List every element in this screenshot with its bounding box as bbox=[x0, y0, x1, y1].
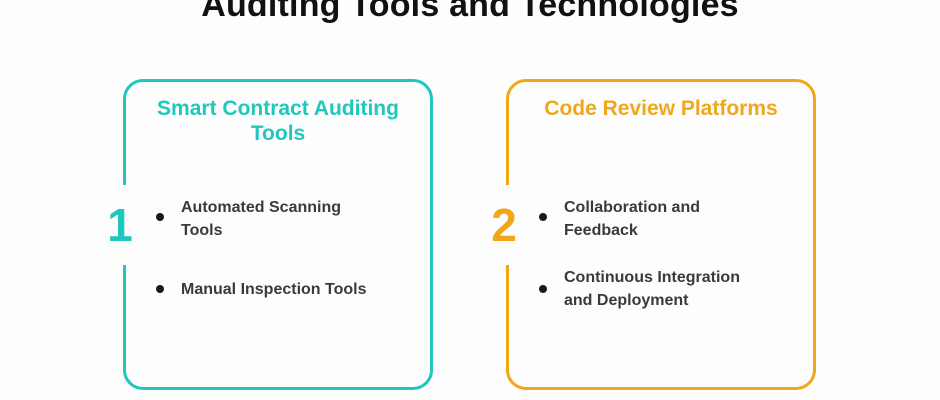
bullet-text-line-2: Feedback bbox=[564, 222, 638, 239]
card-smart-contract-auditing-tools: Smart Contract Auditing Tools bbox=[123, 79, 433, 390]
bullet-text-line-2: Tools bbox=[181, 222, 223, 239]
card-heading: Code Review Platforms bbox=[515, 96, 807, 121]
bullet-text-line-2: and Deployment bbox=[564, 292, 689, 309]
bullet-text-line-1: Automated Scanning bbox=[181, 199, 342, 216]
bullet-text: Collaboration and Feedback bbox=[564, 196, 700, 242]
bullet-text: Automated Scanning Tools bbox=[181, 196, 341, 242]
bullet-dot-icon bbox=[156, 285, 164, 293]
bullet-text: Manual Inspection Tools bbox=[181, 278, 367, 301]
bullet-text-line-1: Collaboration and bbox=[564, 199, 700, 216]
card-heading: Smart Contract Auditing Tools bbox=[132, 96, 424, 146]
bullet-text-line-1: Continuous Integration bbox=[564, 269, 740, 286]
bullet-dot-icon bbox=[539, 285, 547, 293]
bullet-dot-icon bbox=[539, 213, 547, 221]
card-number-1: 1 bbox=[99, 185, 141, 265]
bullet-dot-icon bbox=[156, 213, 164, 221]
card-heading-line-2: Tools bbox=[250, 122, 306, 145]
bullet-text: Continuous Integration and Deployment bbox=[564, 266, 740, 312]
card-number-2: 2 bbox=[483, 185, 525, 265]
card-heading-line-1: Code Review Platforms bbox=[544, 97, 778, 120]
page-title: Auditing Tools and Technologies bbox=[201, 0, 739, 24]
card-heading-line-1: Smart Contract Auditing bbox=[157, 97, 399, 120]
bullet-text-line-1: Manual Inspection Tools bbox=[181, 281, 367, 298]
